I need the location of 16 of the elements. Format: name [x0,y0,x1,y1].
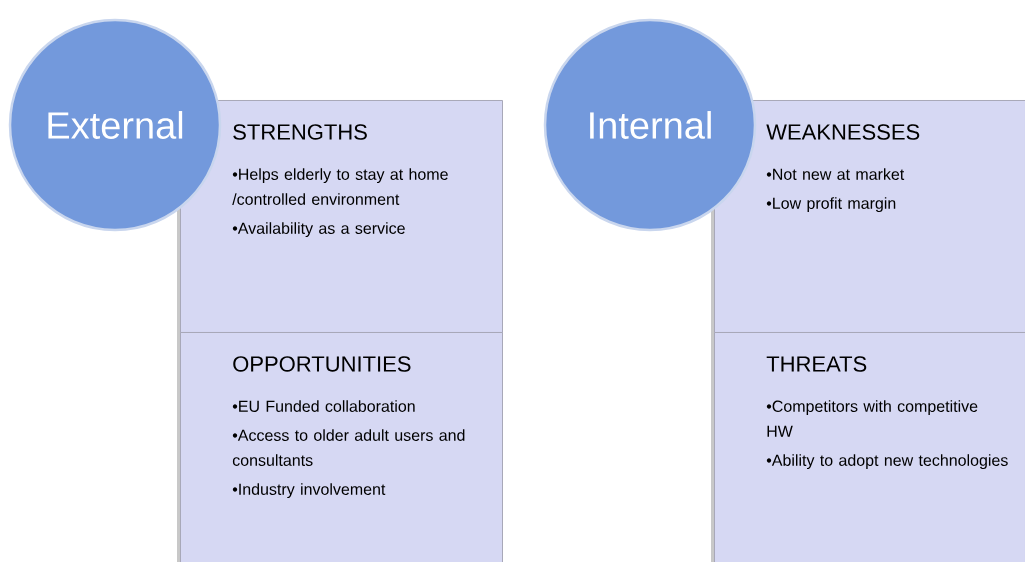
bullet-item: •Availability as a service [232,222,405,238]
bullet-item: •Access to older adult users and consultants [232,429,465,466]
bullet-item: •EU Funded collaboration [232,400,415,412]
bullet-item: •Low profit margin [766,197,896,213]
box-heading: WEAKNESSES [766,124,920,140]
box-heading: OPPORTUNITIES [233,356,411,372]
bullet-item: •Industry involvement [232,483,386,499]
bullet-item: •Competitors with competitive HW [766,400,978,437]
swot-box [177,332,503,562]
bullet-item: •Ability to adopt new technologies [766,454,1008,470]
swot-box [711,100,1025,334]
box-heading: STRENGTHS [233,124,367,140]
bullet-item: •Helps elderly to stay at home /controlled environment [232,168,448,205]
bullet-item: •Not new at market [766,168,905,180]
box-heading: THREATS [766,356,867,372]
swot-box [711,332,1025,562]
